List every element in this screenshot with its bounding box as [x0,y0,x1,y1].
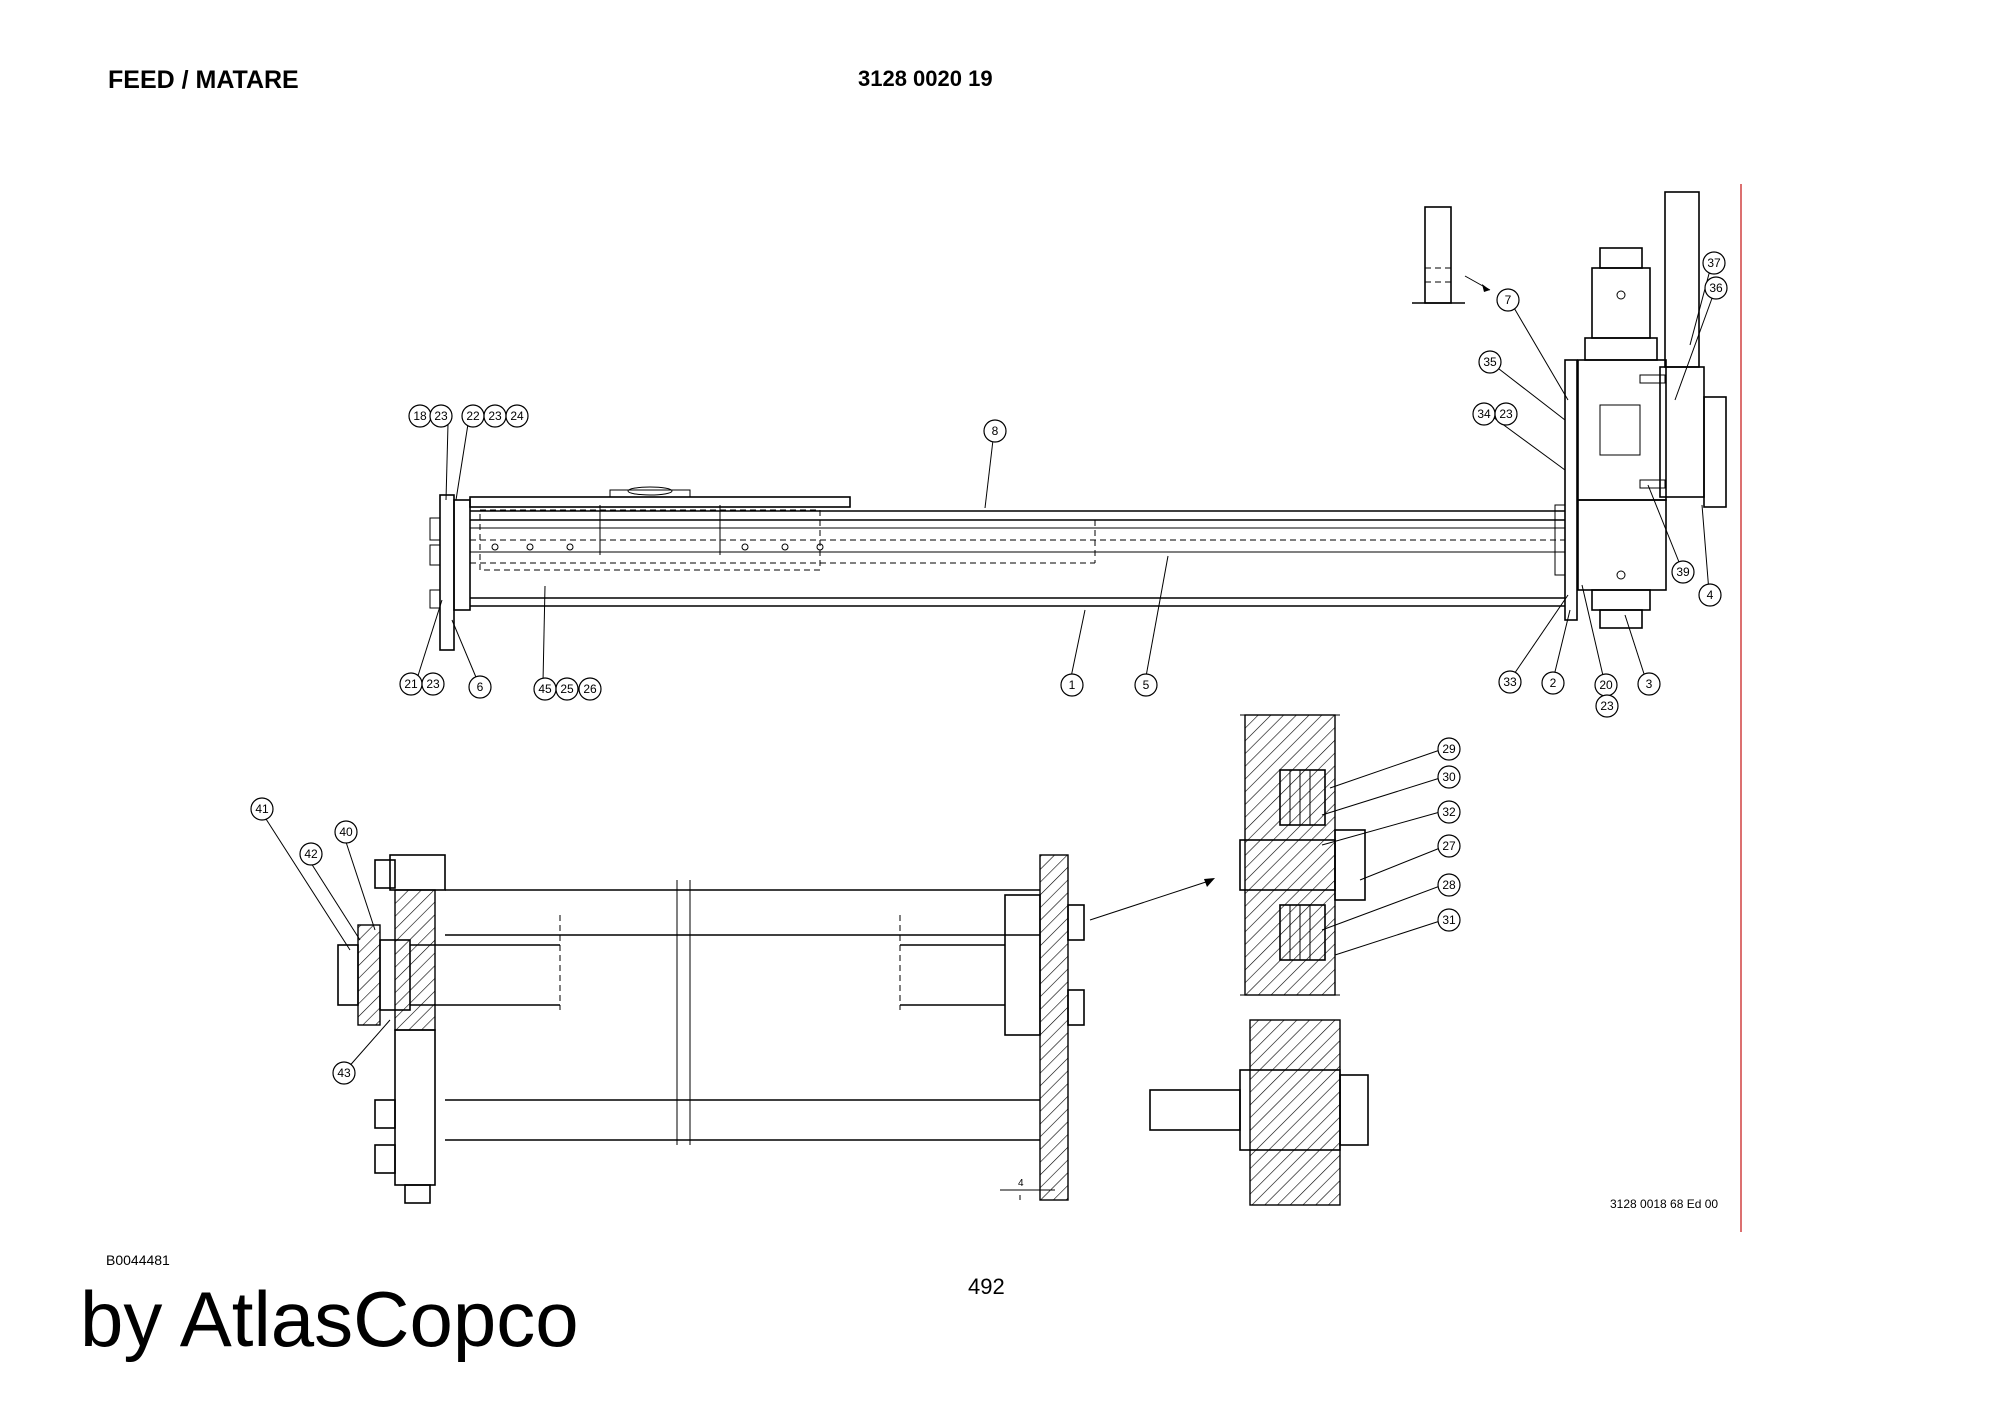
section-detail-top [1239,714,1366,996]
svg-text:23: 23 [1499,407,1513,421]
section-detail-bottom [1149,1019,1369,1206]
balloon-43: 43 [332,1061,356,1085]
svg-text:32: 32 [1442,805,1456,819]
balloon-35: 35 [1478,350,1502,374]
svg-text:24: 24 [510,409,524,423]
balloon-33: 33 [1498,670,1522,694]
svg-text:6: 6 [477,680,484,694]
svg-text:5: 5 [1143,678,1150,692]
svg-text:23: 23 [434,409,448,423]
svg-text:1: 1 [1069,678,1076,692]
document-code: B0044481 [106,1252,170,1268]
balloon-6: 6 [468,675,492,699]
balloon-23: 23 [1494,402,1518,426]
svg-text:29: 29 [1442,742,1456,756]
svg-text:28: 28 [1442,878,1456,892]
svg-text:4: 4 [1707,588,1714,602]
balloon-30: 30 [1437,765,1461,789]
balloon-23: 23 [1595,694,1619,718]
balloon-23: 23 [421,672,445,696]
svg-text:18: 18 [413,409,427,423]
svg-text:3: 3 [1646,677,1653,691]
balloon-23: 23 [429,404,453,428]
dimension-label: 4 [1018,1178,1024,1189]
svg-text:8: 8 [992,424,999,438]
balloon-45: 45 [533,677,557,701]
balloon-34: 34 [1472,402,1496,426]
balloon-5: 5 [1134,673,1158,697]
document-title: FEED / MATARE [108,66,299,94]
balloon-18: 18 [408,404,432,428]
svg-text:31: 31 [1442,913,1456,927]
cylinder-block [1412,191,1727,629]
balloon-26: 26 [578,677,602,701]
svg-text:27: 27 [1442,839,1456,853]
svg-text:39: 39 [1676,565,1690,579]
balloon-39: 39 [1671,560,1695,584]
svg-text:43: 43 [337,1066,351,1080]
balloon-42: 42 [299,842,323,866]
svg-text:30: 30 [1442,770,1456,784]
balloon-21: 21 [399,672,423,696]
svg-text:45: 45 [538,682,552,696]
svg-text:23: 23 [426,677,440,691]
svg-text:23: 23 [488,409,502,423]
balloon-2: 2 [1541,671,1565,695]
svg-text:25: 25 [560,682,574,696]
balloon-1: 1 [1060,673,1084,697]
balloon-36: 36 [1704,276,1728,300]
balloons: 18 23 22 23 24 8 21 23 6 45 25 26 1 5 7 … [250,251,1728,1085]
balloon-23: 23 [483,404,507,428]
balloon-7: 7 [1496,288,1520,312]
balloon-25: 25 [555,677,579,701]
balloon-40: 40 [334,820,358,844]
brand-text: by AtlasCopco [80,1275,579,1363]
balloon-31: 31 [1437,908,1461,932]
svg-text:26: 26 [583,682,597,696]
svg-text:40: 40 [339,825,353,839]
balloon-3: 3 [1637,672,1661,696]
balloon-29: 29 [1437,737,1461,761]
svg-text:20: 20 [1599,678,1613,692]
balloon-41: 41 [250,797,274,821]
svg-text:23: 23 [1600,699,1614,713]
balloon-22: 22 [461,404,485,428]
svg-text:41: 41 [255,802,269,816]
svg-text:36: 36 [1709,281,1723,295]
balloon-8: 8 [983,419,1007,443]
balloon-28: 28 [1437,873,1461,897]
balloon-20: 20 [1594,673,1618,697]
svg-text:33: 33 [1503,675,1517,689]
balloon-27: 27 [1437,834,1461,858]
svg-text:34: 34 [1477,407,1491,421]
part-number: 3128 0020 19 [858,66,993,91]
svg-text:22: 22 [466,409,480,423]
balloon-32: 32 [1437,800,1461,824]
svg-text:21: 21 [404,677,418,691]
svg-text:7: 7 [1505,293,1512,307]
drawing-reference: 3128 0018 68 Ed 00 [1610,1197,1719,1211]
balloon-4: 4 [1698,583,1722,607]
balloon-24: 24 [505,404,529,428]
svg-text:35: 35 [1483,355,1497,369]
page-number: 492 [968,1274,1005,1299]
balloon-37: 37 [1702,251,1726,275]
svg-text:42: 42 [304,847,318,861]
leader-lines [265,269,1716,1071]
feed-beam-plan-view: 4 [337,854,1215,1204]
svg-text:2: 2 [1550,676,1557,690]
feed-beam-side-view [429,359,1578,651]
svg-text:37: 37 [1707,256,1721,270]
